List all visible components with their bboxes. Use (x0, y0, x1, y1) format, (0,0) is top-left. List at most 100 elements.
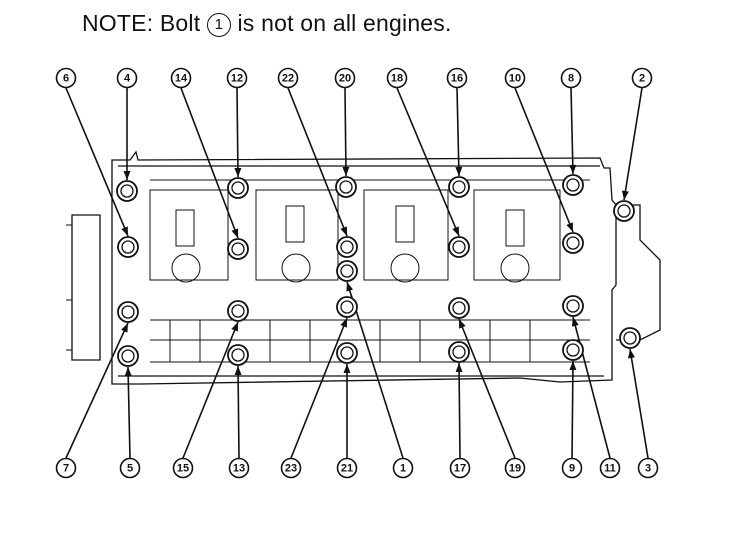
callout-12: 12 (226, 67, 248, 89)
bolt-23 (336, 296, 358, 318)
callout-number: 7 (63, 463, 69, 475)
leader-16 (455, 87, 463, 177)
bolt-15 (227, 300, 249, 322)
callout-number: 16 (451, 73, 463, 85)
callout-19: 19 (504, 457, 526, 479)
callout-number: 4 (124, 73, 131, 85)
leader-8 (569, 87, 577, 175)
bolt-13 (227, 344, 249, 366)
callout-22: 22 (277, 67, 299, 89)
callout-21: 21 (336, 457, 358, 479)
bolt-5 (117, 345, 139, 367)
leader-22 (287, 87, 348, 237)
callout-15: 15 (172, 457, 194, 479)
callout-number: 14 (175, 73, 188, 85)
leader-2 (621, 87, 643, 201)
callout-number: 20 (339, 73, 351, 85)
leader-15 (182, 321, 239, 459)
leader-9 (569, 360, 577, 459)
callout-number: 8 (568, 73, 574, 85)
callout-3: 3 (637, 457, 659, 479)
leader-14 (180, 87, 239, 239)
bolt-9 (562, 339, 584, 361)
callout-17: 17 (449, 457, 471, 479)
bolt-3 (619, 327, 641, 349)
callout-number: 6 (63, 73, 69, 85)
bolt-7 (117, 301, 139, 323)
callout-number: 12 (231, 73, 243, 85)
callout-4: 4 (116, 67, 138, 89)
callout-number: 11 (604, 463, 616, 475)
leader-20 (342, 87, 350, 177)
bolt-18 (448, 236, 470, 258)
callout-number: 10 (509, 73, 521, 85)
callout-10: 10 (504, 67, 526, 89)
note-suffix: is not on all engines. (230, 10, 452, 36)
callout-number: 3 (645, 463, 651, 475)
callout-number: 1 (400, 463, 406, 475)
note-text: NOTE: Bolt 1 is not on all engines. (82, 10, 452, 37)
leader-13 (234, 365, 242, 459)
callout-9: 9 (561, 457, 583, 479)
bolt-1 (336, 260, 358, 282)
callout-13: 13 (228, 457, 250, 479)
callout-1: 1 (392, 457, 414, 479)
bolt-17 (448, 341, 470, 363)
callout-14: 14 (170, 67, 192, 89)
callout-number: 2 (639, 73, 645, 85)
bolt-10 (562, 232, 584, 254)
note-marker-circle: 1 (206, 13, 231, 37)
callout-number: 22 (282, 73, 294, 85)
bolt-22 (336, 236, 358, 258)
cylinder-head-outline (66, 150, 661, 385)
callout-number: 23 (285, 463, 297, 475)
leader-17 (455, 362, 463, 459)
leader-18 (396, 87, 460, 237)
leader-3 (628, 348, 649, 459)
leader-21 (343, 364, 351, 458)
leader-7 (65, 322, 129, 459)
leader-19 (458, 318, 516, 459)
bolt-14 (227, 238, 249, 260)
callout-number: 17 (454, 463, 466, 475)
callout-5: 5 (119, 457, 141, 479)
bolt-19 (448, 297, 470, 319)
callout-7: 7 (55, 457, 77, 479)
callout-number: 9 (569, 463, 575, 475)
leader-10 (514, 87, 574, 233)
callout-number: 19 (509, 463, 521, 475)
callout-number: 18 (391, 73, 403, 85)
callout-20: 20 (334, 67, 356, 89)
leader-11 (571, 316, 611, 459)
note-marker-number: 1 (214, 16, 224, 33)
callout-number: 5 (127, 463, 133, 475)
bolt-2 (613, 200, 635, 222)
leader-12 (234, 87, 242, 178)
leader-4 (123, 88, 131, 180)
leader-lines (65, 87, 649, 459)
callout-labels: 6 4 14 12 22 20 18 16 10 8 2 7 5 15 13 23 21 1 17 19 9 11 3 (55, 67, 659, 479)
callout-18: 18 (386, 67, 408, 89)
callout-11: 11 (599, 457, 621, 479)
callout-8: 8 (560, 67, 582, 89)
bolt-8 (562, 174, 584, 196)
bolt-21 (336, 342, 358, 364)
callout-number: 13 (233, 463, 245, 475)
bolt-11 (562, 295, 584, 317)
callout-6: 6 (55, 67, 77, 89)
leader-5 (124, 366, 132, 459)
bolt-4 (116, 180, 138, 202)
bolt-12 (227, 177, 249, 199)
note-prefix: NOTE: Bolt (82, 10, 207, 36)
bolt-heads (116, 174, 641, 367)
callout-2: 2 (631, 67, 653, 89)
callout-number: 21 (341, 463, 353, 475)
leader-6 (65, 87, 129, 237)
bolt-20 (335, 176, 357, 198)
bolt-16 (448, 176, 470, 198)
bolt-6 (117, 236, 139, 258)
callout-number: 15 (177, 463, 189, 475)
callout-23: 23 (280, 457, 302, 479)
callout-16: 16 (446, 67, 468, 89)
